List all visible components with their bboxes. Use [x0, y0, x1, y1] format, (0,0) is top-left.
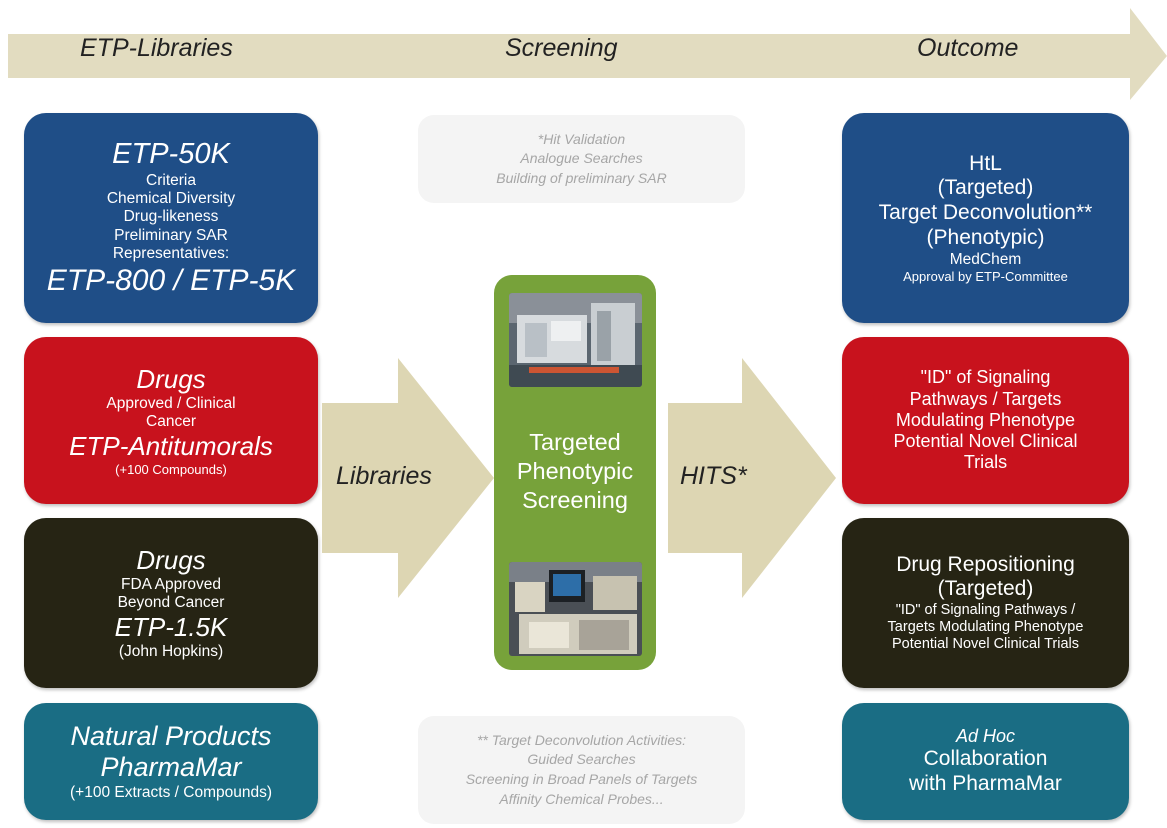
library-subtitle: PharmaMar — [100, 752, 242, 783]
header-libraries-label: ETP-Libraries — [80, 34, 233, 62]
library-note: (+100 Extracts / Compounds) — [69, 784, 273, 802]
outcome-line: MedChem — [949, 250, 1022, 268]
libraries-arrow — [322, 358, 494, 598]
library-footer: ETP-800 / ETP-5K — [46, 264, 296, 298]
outcome-line: "ID" of Signaling — [920, 367, 1051, 388]
screening-label-line: Screening — [522, 487, 628, 513]
note-line: Affinity Chemical Probes... — [499, 790, 664, 807]
library-line: FDA Approved — [121, 575, 221, 593]
outcome-title-line: Drug Repositioning — [896, 552, 1075, 576]
outcome-italic: Ad Hoc — [955, 726, 1016, 747]
note-line: Analogue Searches — [520, 150, 643, 167]
libraries-arrow-label: Libraries — [336, 462, 432, 490]
outcome-line: Targets Modulating Phenotype — [887, 619, 1084, 636]
note-line: ** Target Deconvolution Activities: — [476, 731, 687, 748]
outcome-line: Target Deconvolution** — [878, 201, 1093, 225]
hit-validation-note: *Hit Validation Analogue Searches Buildi… — [418, 115, 745, 203]
screening-label-line: Phenotypic — [516, 458, 634, 484]
outcome-title-line: (Targeted) — [937, 577, 1034, 601]
outcome-line: "ID" of Signaling Pathways / — [895, 602, 1076, 619]
targeted-phenotypic-screening-box: Targeted Phenotypic Screening — [494, 275, 656, 670]
library-title: ETP-50K — [112, 138, 230, 171]
hits-arrow — [668, 358, 836, 598]
outcome-line: with PharmaMar — [909, 772, 1062, 796]
outcome-line: Modulating Phenotype — [895, 409, 1076, 430]
library-line: Preliminary SAR — [114, 226, 228, 244]
screening-label-line: Targeted — [529, 429, 621, 455]
library-footer: ETP-Antitumorals — [69, 431, 273, 462]
library-note: (John Hopkins) — [118, 642, 224, 660]
header-banner-arrow — [8, 8, 1167, 100]
library-line: Beyond Cancer — [117, 593, 225, 611]
library-etp50k-box: ETP-50K Criteria Chemical Diversity Drug… — [24, 113, 318, 323]
outcome-line: Collaboration — [923, 747, 1048, 771]
library-line: Chemical Diversity — [106, 189, 236, 207]
outcome-line: (Targeted) — [937, 176, 1034, 200]
outcome-line: Trials — [963, 452, 1008, 473]
library-title: Drugs — [136, 544, 206, 575]
outcome-line: Approval by ETP-Committee — [903, 269, 1068, 284]
library-line: Approved / Clinical — [106, 394, 236, 412]
library-etp15k-box: Drugs FDA Approved Beyond Cancer ETP-1.5… — [24, 518, 318, 688]
outcome-line: (Phenotypic) — [926, 225, 1045, 249]
library-note: (+100 Compounds) — [115, 461, 227, 477]
lab-instrument-photo — [509, 562, 642, 656]
header-outcome-label: Outcome — [917, 34, 1019, 62]
note-line: Screening in Broad Panels of Targets — [465, 771, 698, 787]
outcome-drug-repositioning-box: Drug Repositioning (Targeted) "ID" of Si… — [842, 518, 1129, 688]
library-line: Drug-likeness — [123, 208, 219, 226]
library-line: Cancer — [146, 412, 196, 430]
outcome-htl-box: HtL (Targeted) Target Deconvolution** (P… — [842, 113, 1129, 323]
outcome-line: Potential Novel Clinical — [893, 431, 1078, 452]
note-line: Building of preliminary SAR — [496, 169, 667, 186]
outcome-line: HtL — [969, 151, 1002, 175]
outcome-line: Potential Novel Clinical Trials — [892, 636, 1079, 653]
library-footer: ETP-1.5K — [114, 612, 228, 643]
header-screening-label: Screening — [505, 34, 618, 62]
note-line: *Hit Validation — [537, 130, 626, 147]
note-line: Guided Searches — [527, 751, 636, 768]
library-title: Natural Products — [70, 720, 272, 751]
library-title: Drugs — [136, 363, 206, 394]
library-line: Criteria — [146, 171, 196, 189]
library-line: Representatives: — [112, 244, 230, 262]
outcome-signaling-box: "ID" of Signaling Pathways / Targets Mod… — [842, 337, 1129, 504]
library-antitumorals-box: Drugs Approved / Clinical Cancer ETP-Ant… — [24, 337, 318, 504]
hits-arrow-label: HITS* — [680, 462, 747, 490]
outcome-line: Pathways / Targets — [909, 388, 1062, 409]
outcome-collaboration-box: Ad Hoc Collaboration with PharmaMar — [842, 703, 1129, 820]
target-deconvolution-note: ** Target Deconvolution Activities: Guid… — [418, 716, 745, 824]
library-natural-products-box: Natural Products PharmaMar (+100 Extract… — [24, 703, 318, 820]
lab-robot-photo — [509, 293, 642, 387]
